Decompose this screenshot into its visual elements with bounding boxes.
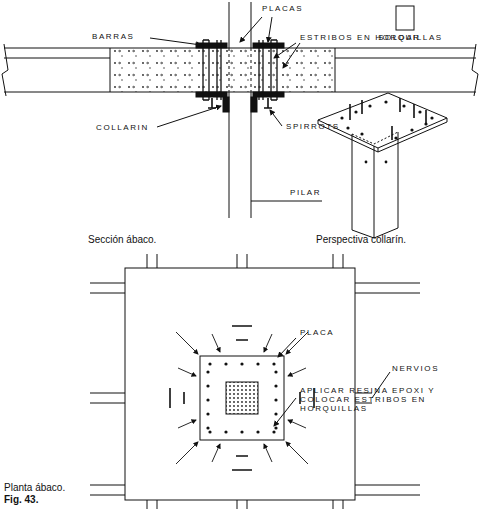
bar-dot [206,370,209,373]
view-title: Planta ábaco. [4,482,65,494]
resin-arrow [178,368,196,376]
resin-arrow [212,444,220,462]
note-label: APLICAR RESINA EPOXI Y COLOCAR ESTRIBOS … [300,386,476,414]
bar-dot [206,398,209,401]
bar-dot [274,412,277,415]
bar-dot [274,370,277,373]
resin-arrow [286,442,308,464]
resin-arrow [288,420,306,428]
figure-caption: Fig. 43. [4,494,38,506]
bar-dot [256,362,259,365]
bar-dot [206,412,209,415]
bar-dot [206,426,209,429]
bar-dot [256,430,259,433]
bar-dot [272,362,275,365]
part-label: ESTRIBOS EN HORQUILLAS [300,33,443,42]
part-label: PLACA [300,328,334,337]
bar-dot [274,426,277,429]
bar-dot [208,362,211,365]
bar-dot [208,430,211,433]
resin-arrow [176,442,198,464]
part-label: NERVIOS [392,364,439,373]
resin-arrow [264,444,272,462]
bar-dot [224,362,227,365]
bar-dot [274,398,277,401]
bar-dot [240,362,243,365]
view-title: Perspectiva collarín. [316,234,406,246]
part-label: SOLDAR [378,33,421,42]
resin-arrow [178,420,196,428]
resin-arrow [212,334,220,352]
view-title: Sección ábaco. [88,234,156,246]
resin-arrow [176,332,198,354]
part-label: PLACAS [262,4,303,13]
part-label: SPIRROTS [286,122,340,131]
bar-dot [224,430,227,433]
part-label: COLLARIN [96,123,149,132]
resin-arrow [264,334,272,352]
bar-dot [240,430,243,433]
bar-dot [272,430,275,433]
part-label: BARRAS [92,32,135,41]
part-label: PILAR [290,188,321,197]
bar-dot [206,384,209,387]
bar-dot [274,384,277,387]
resin-arrow [288,368,306,376]
